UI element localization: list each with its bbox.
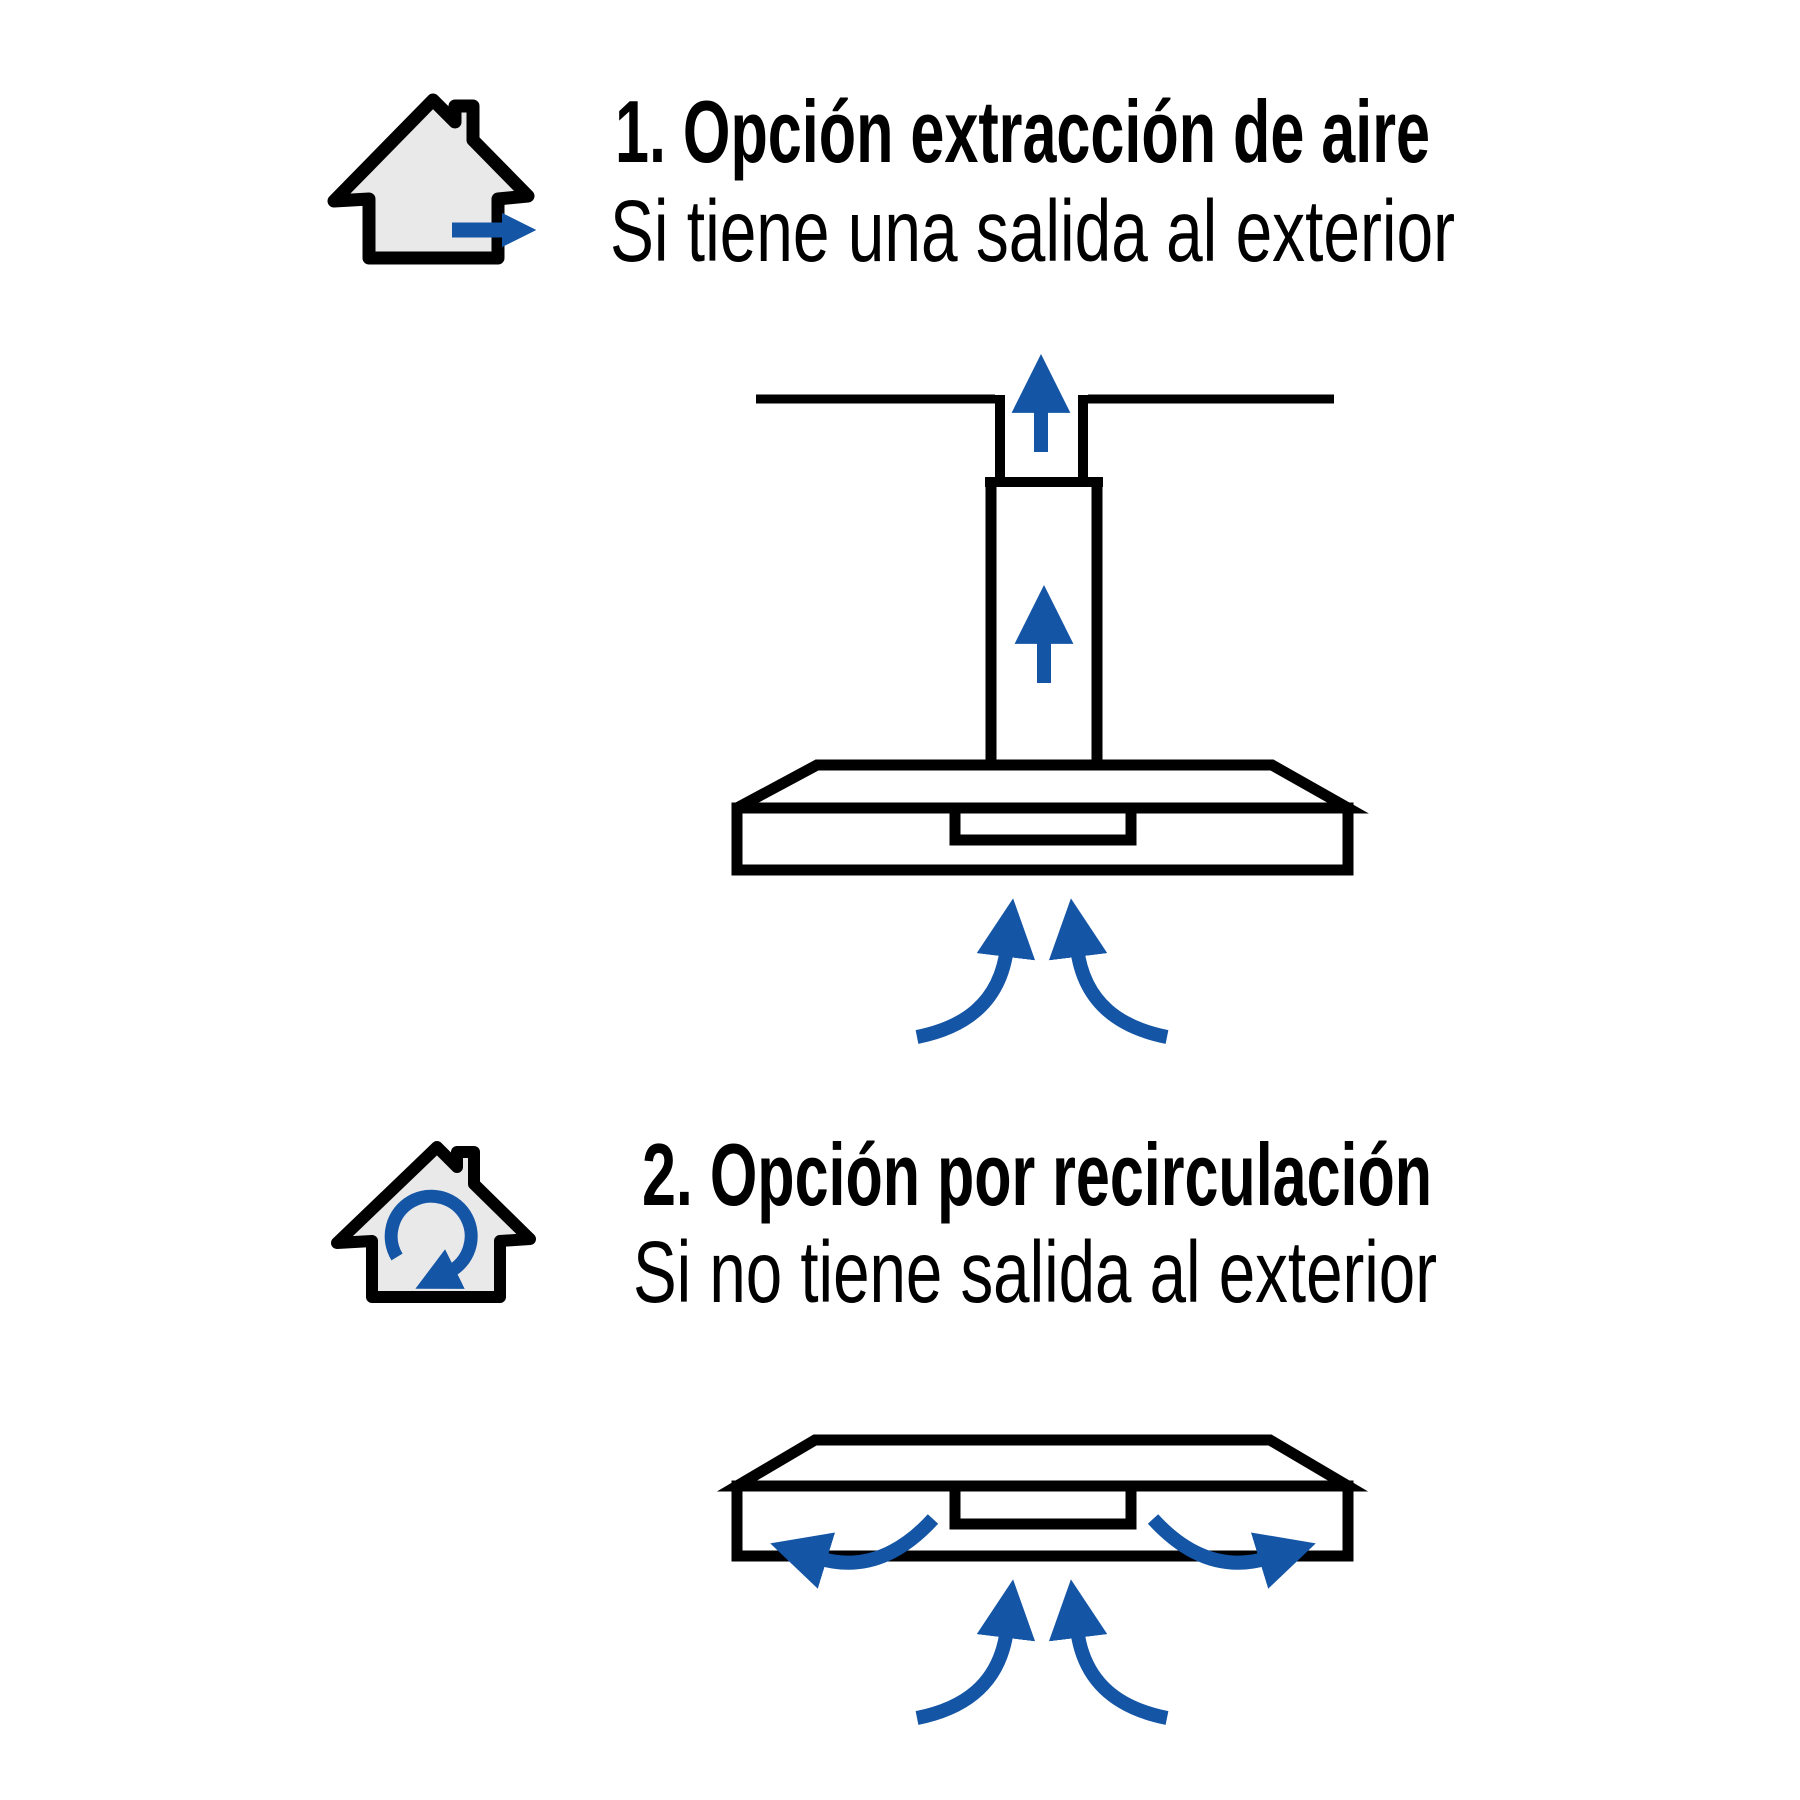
intake-airflow-arrow-right [1048, 1579, 1169, 1725]
house-outline [327, 93, 535, 265]
extraction-diagram [731, 354, 1369, 1044]
section1-subtitle: Si tiene una salida al exterior [610, 183, 1455, 280]
hood-top-surface [716, 1434, 1369, 1492]
house-outline [331, 1141, 536, 1303]
section2-text: 2. Opción por recirculación Si no tiene … [633, 1125, 1437, 1321]
outflow-airflow-arrow-left [770, 1514, 939, 1589]
chimney-column [985, 482, 1103, 766]
house-air-extraction-icon [327, 93, 537, 265]
recirculation-diagram [716, 1434, 1369, 1725]
roof-duct [995, 395, 1088, 478]
section2-subtitle: Si no tiene salida al exterior [633, 1224, 1437, 1321]
intake-airflow-arrow-left [915, 898, 1036, 1044]
section2-title: 2. Opción por recirculación [642, 1125, 1432, 1224]
section1-text: 1. Opción extracción de aire Si tiene un… [610, 82, 1455, 280]
outflow-airflow-arrow-right [1147, 1514, 1316, 1589]
hood-filter-panel [949, 1480, 1137, 1530]
house-air-recirculation-icon [331, 1141, 536, 1303]
section1-title: 1. Opción extracción de aire [615, 82, 1430, 181]
intake-airflow-arrow-left [915, 1579, 1036, 1725]
recirculation-arrow-icon [384, 1189, 478, 1289]
hood-filter-panel [949, 802, 1137, 846]
intake-airflow-arrow-right [1048, 898, 1169, 1044]
hood-top-surface [734, 759, 1369, 814]
